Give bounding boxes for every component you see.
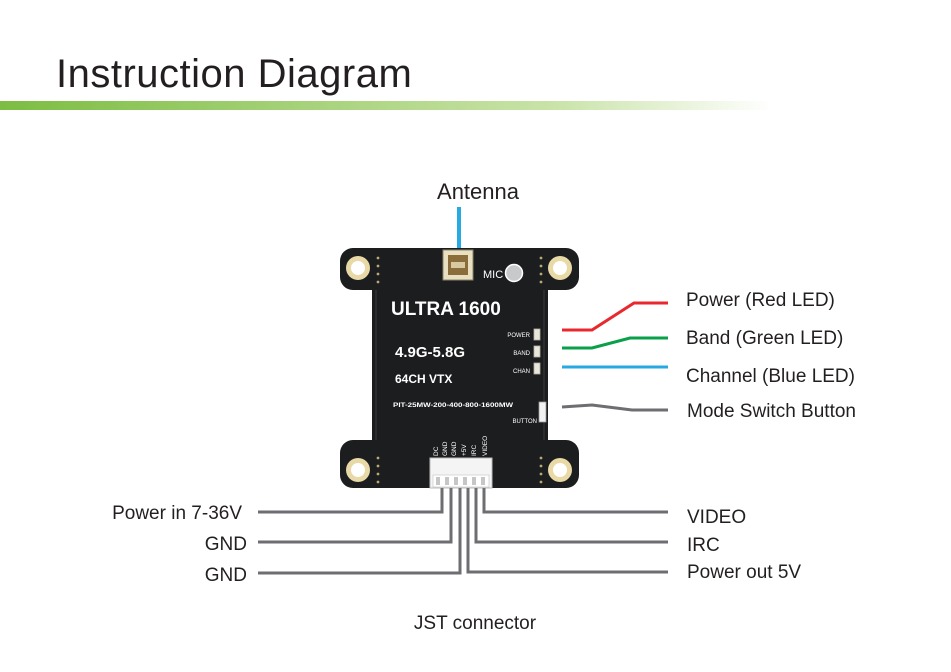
mode-button-lead <box>561 403 668 412</box>
led-chan-label: CHAN <box>513 369 530 375</box>
antenna-label: Antenna <box>437 179 520 204</box>
antenna-connector <box>442 249 474 281</box>
board-power-levels: PIT-25MW-200-400-800-1600MW <box>393 402 514 409</box>
mounting-hole-top-right <box>548 256 572 280</box>
band-led <box>533 345 541 358</box>
led-band-label: BAND <box>513 351 530 357</box>
power-out-lead <box>466 488 668 574</box>
pin-label-5v: +5V <box>461 444 468 456</box>
pcb-body <box>340 248 579 488</box>
gnd-1-lead <box>258 488 453 544</box>
pin-label-gnd-1: GND <box>442 441 449 456</box>
board-model: ULTRA 1600 <box>391 299 501 320</box>
video-label: VIDEO <box>687 507 746 528</box>
gnd-2-label: GND <box>205 565 247 586</box>
mic-label: MIC <box>483 269 503 281</box>
power-in-label: Power in 7-36V <box>112 503 242 524</box>
page-title: Instruction Diagram <box>56 52 413 96</box>
gnd-2-lead <box>258 488 462 575</box>
power-in-lead <box>258 488 444 514</box>
gnd-1-label: GND <box>205 534 247 555</box>
jst-connector-label: JST connector <box>414 613 537 634</box>
pcb-vias <box>376 256 543 484</box>
mounting-hole-bottom-right <box>548 458 572 482</box>
channel-led-label: Channel (Blue LED) <box>686 366 855 387</box>
button-label: BUTTON <box>512 419 537 425</box>
led-power-label: POWER <box>507 333 530 339</box>
video-lead <box>482 488 668 514</box>
microphone <box>504 263 524 283</box>
power-led-lead <box>562 301 668 332</box>
mode-button-label: Mode Switch Button <box>687 401 856 422</box>
irc-label: IRC <box>687 535 720 556</box>
board-frequency: 4.9G-5.8G <box>395 344 465 361</box>
band-led-lead <box>562 336 668 350</box>
mounting-hole-top-left <box>346 256 370 280</box>
pin-label-video: VIDEO <box>482 436 489 456</box>
vtx-board: MIC ULTRA 1600 4.9G-5.8G 64CH VTX PIT-25… <box>340 248 579 489</box>
power-out-label: Power out 5V <box>687 562 801 583</box>
mounting-hole-bottom-left <box>346 458 370 482</box>
channel-led <box>533 362 541 375</box>
jst-connector <box>429 457 493 489</box>
mode-button <box>538 401 547 423</box>
pin-labels: DC GND GND +5V IRC VIDEO <box>433 436 489 456</box>
board-channels: 64CH VTX <box>395 372 452 386</box>
title-underline-bar <box>0 101 772 110</box>
power-led-label: Power (Red LED) <box>686 290 835 311</box>
band-led-label: Band (Green LED) <box>686 328 843 349</box>
power-led <box>533 328 541 341</box>
pin-label-gnd-2: GND <box>451 441 458 456</box>
pin-label-irc: IRC <box>471 445 478 457</box>
irc-lead <box>474 488 668 544</box>
pin-label-dc: DC <box>433 446 440 456</box>
